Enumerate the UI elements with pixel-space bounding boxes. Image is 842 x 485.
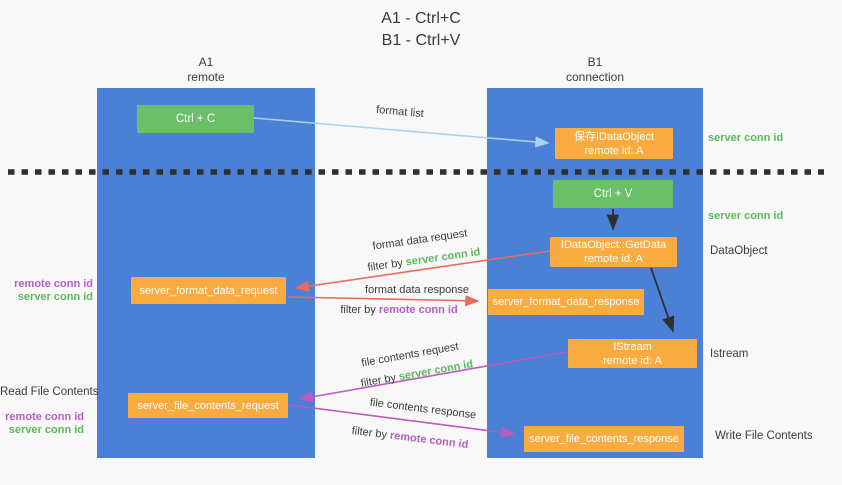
istream-side-label: Istream: [710, 348, 749, 360]
save-dataobject-line2: remote id: A: [584, 144, 644, 157]
save-dataobject-line1: 保存IDataObject: [573, 130, 655, 143]
ctrl-c-label: Ctrl + C: [175, 113, 216, 125]
ctrl-v-box: Ctrl + V: [553, 180, 673, 208]
save-dataobject-box: 保存IDataObject remote id: A: [555, 128, 673, 159]
format-data-response-label: format data response: [365, 284, 469, 296]
left-server-conn-id-1: server conn id: [17, 291, 93, 303]
file-contents-response-arrow: [289, 404, 516, 438]
server-file-contents-response-box: server_file_contents_response: [524, 426, 684, 452]
dataobject-label: DataObject: [710, 245, 768, 257]
file-contents-request-arrow: [298, 351, 567, 403]
getdata-to-istream-arrow: [650, 267, 675, 333]
right-server-conn-id-1: server conn id: [708, 132, 784, 144]
getdata-line1: IDataObject::GetData: [560, 239, 667, 251]
server-format-data-request-box: server_format_data_request: [131, 277, 286, 304]
left-remote-conn-id-2: remote conn id: [5, 411, 84, 423]
ctrl-c-box: Ctrl + C: [137, 105, 254, 133]
read-file-contents-label: Read File Contents: [0, 386, 99, 398]
istream-box: IStream remote id: A: [568, 339, 697, 368]
lifeline-b1-role: connection: [565, 70, 625, 84]
title-line-2: B1 - Ctrl+V: [381, 32, 461, 49]
title-line-1: A1 - Ctrl+C: [381, 10, 461, 27]
filter-by-text: filter by: [340, 304, 376, 316]
server-format-data-response-label: server_format_data_response: [492, 296, 640, 308]
getdata-line2: remote id: A: [584, 253, 643, 265]
lifeline-header-b1: B1 connection: [526, 55, 664, 85]
lifeline-header-a1: A1 remote: [137, 55, 275, 85]
left-remote-conn-id-1: remote conn id: [14, 278, 93, 290]
server-file-contents-request-box: server_file_contents_request: [128, 393, 288, 418]
diagram-title: A1 - Ctrl+C B1 - Ctrl+V: [0, 8, 842, 52]
server-format-data-request-label: server_format_data_request: [139, 284, 278, 297]
remote-conn-id-text: remote conn id: [378, 304, 458, 316]
getdata-box: IDataObject::GetData remote id: A: [550, 237, 677, 267]
format-data-response-arrow: [287, 295, 480, 307]
right-server-conn-id-2: server conn id: [708, 210, 784, 222]
server-format-data-response-box: server_format_data_response: [488, 289, 644, 315]
server-file-contents-request-label: server_file_contents_request: [137, 399, 279, 412]
lifeline-b1-name: B1: [587, 55, 603, 69]
server-file-contents-response-label: server_file_contents_response: [529, 433, 679, 445]
lifeline-a1-name: A1: [198, 55, 214, 69]
write-file-contents-label: Write File Contents: [715, 430, 813, 442]
istream-line2: remote id: A: [603, 354, 662, 367]
format-list-arrow: [253, 117, 550, 148]
istream-line1: IStream: [613, 340, 652, 353]
left-server-conn-id-2: server conn id: [8, 424, 84, 436]
filter-by-remote-conn-id-label-1: filter by remote conn id: [339, 304, 459, 316]
lifeline-a1-role: remote: [187, 70, 225, 84]
format-data-request-arrow: [294, 250, 551, 292]
ctrl-v-label: Ctrl + V: [593, 188, 633, 200]
